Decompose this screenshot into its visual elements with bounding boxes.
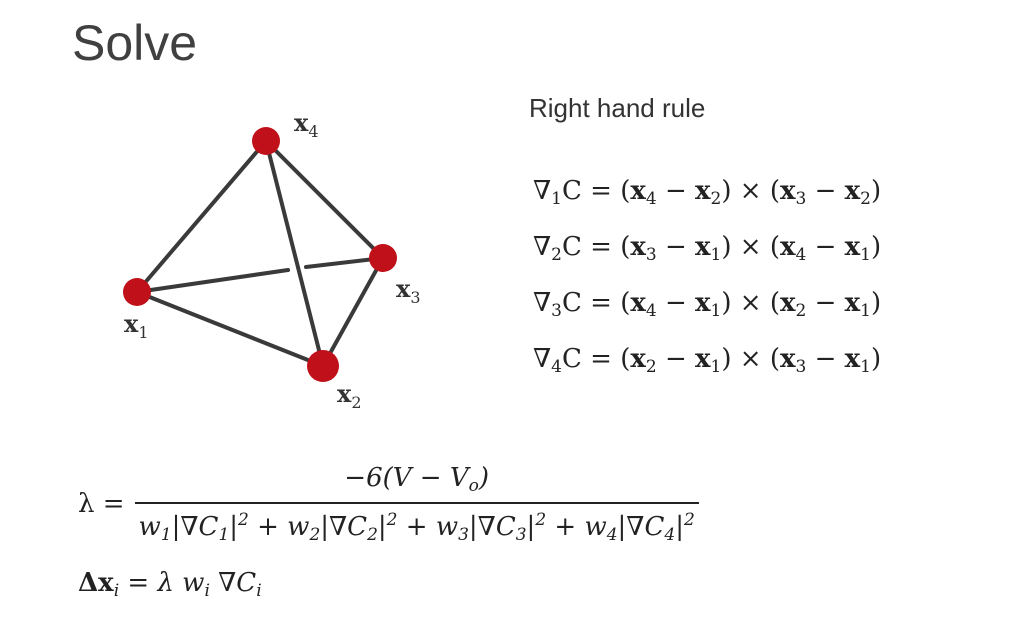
vertices <box>123 127 397 382</box>
label-x2: x2 <box>337 379 362 412</box>
label-x3: x3 <box>396 274 421 307</box>
edges <box>135 139 385 368</box>
gradient-equation-3: ∇3C = (x4 − x1) × (x2 − x1) <box>533 288 882 321</box>
edge-x1-x4 <box>135 139 268 294</box>
lambda-fraction: −6(V − Vo) w1|∇C1|2 + w2|∇C2|2 + w3|∇C3|… <box>134 463 699 545</box>
gradient-equation-1: ∇1C = (x4 − x2) × (x3 − x2) <box>533 176 882 209</box>
gradient-equation-2: ∇2C = (x3 − x1) × (x4 − x1) <box>533 232 882 265</box>
subtitle: Right hand rule <box>529 93 706 123</box>
label-x1: x1 <box>124 309 149 342</box>
lambda-equation: λ = −6(V − Vo) w1|∇C1|2 + w2|∇C2|2 + w3|… <box>78 463 699 545</box>
lambda-numerator: −6(V − Vo) <box>344 463 490 496</box>
delta-equation: Δxi = λ wi ∇Ci <box>78 568 262 601</box>
lambda-lhs: λ = <box>78 489 125 519</box>
edge-x1-x2 <box>135 290 325 368</box>
lambda-denominator: w1|∇C1|2 + w2|∇C2|2 + w3|∇C3|2 + w4|∇C4|… <box>134 502 699 545</box>
edge-x1-x3-left <box>135 268 290 294</box>
vertex-x2 <box>307 350 339 382</box>
page-title: Solve <box>72 15 198 71</box>
vertex-x3 <box>369 244 397 272</box>
edge-x4-x3 <box>264 139 385 260</box>
label-x4: x4 <box>294 108 319 141</box>
vertex-x4 <box>252 127 280 155</box>
edge-x3-x2 <box>321 256 385 368</box>
gradient-equations: ∇1C = (x4 − x2) × (x3 − x2) ∇2C = (x3 − … <box>533 176 881 400</box>
vertex-x1 <box>123 278 151 306</box>
edge-x4-x2 <box>264 139 325 368</box>
gradient-equation-4: ∇4C = (x2 − x1) × (x3 − x1) <box>533 344 882 377</box>
